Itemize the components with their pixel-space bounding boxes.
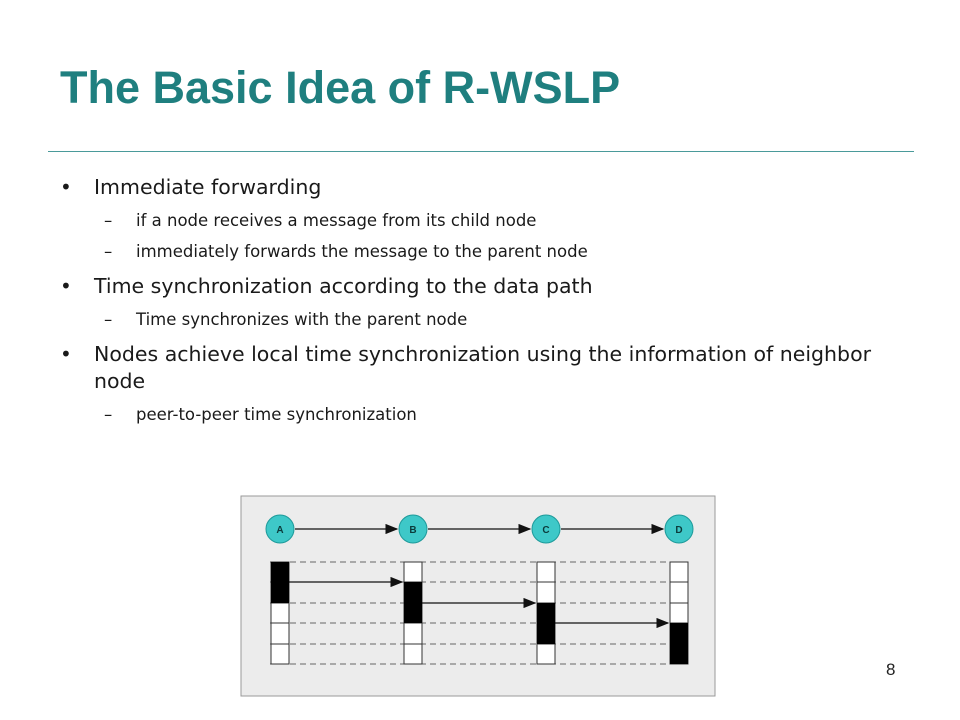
node-D: D — [664, 514, 694, 544]
dash-marker: – — [104, 405, 113, 424]
bullet-item: • Time synchronization according to the … — [60, 273, 920, 300]
title-divider — [48, 151, 914, 152]
bullet-dot: • — [60, 175, 72, 199]
column-A — [270, 561, 290, 665]
node-A: A — [265, 514, 295, 544]
sub-bullet-text: immediately forwards the message to the … — [136, 242, 588, 261]
forwarding-diagram: A B C D — [240, 495, 716, 697]
diagram-svg: A B C D — [240, 495, 716, 697]
active-slot — [670, 623, 688, 664]
page-number: 8 — [886, 660, 896, 679]
slide-title: The Basic Idea of R-WSLP — [60, 62, 621, 113]
node-circle — [265, 514, 295, 544]
bullet-dot: • — [60, 274, 72, 298]
bullet-text: Time synchronization according to the da… — [94, 274, 593, 298]
active-slot — [404, 582, 422, 623]
column-B — [403, 561, 423, 665]
sub-bullet-item: – peer-to-peer time synchronization — [60, 404, 920, 426]
dash-marker: – — [104, 310, 113, 329]
column-D — [669, 561, 689, 665]
dash-marker: – — [104, 211, 113, 230]
sub-bullet-item: – immediately forwards the message to th… — [60, 241, 920, 263]
sub-bullet-text: if a node receives a message from its ch… — [136, 211, 537, 230]
bullet-text: Immediate forwarding — [94, 175, 322, 199]
sub-bullet-text: Time synchronizes with the parent node — [136, 310, 468, 329]
diagram-background — [240, 495, 716, 697]
node-circle — [664, 514, 694, 544]
dash-marker: – — [104, 242, 113, 261]
node-B: B — [398, 514, 428, 544]
node-C: C — [531, 514, 561, 544]
bullet-item: • Immediate forwarding — [60, 174, 920, 201]
bullet-list: • Immediate forwarding – if a node recei… — [60, 174, 920, 426]
active-slot — [271, 562, 289, 603]
column-C — [536, 561, 556, 665]
sub-bullet-item: – if a node receives a message from its … — [60, 210, 920, 232]
bullet-text: Nodes achieve local time synchronization… — [94, 342, 872, 393]
node-circle — [531, 514, 561, 544]
bullet-dot: • — [60, 342, 72, 366]
sub-bullet-text: peer-to-peer time synchronization — [136, 405, 417, 424]
node-label: C — [542, 525, 549, 536]
node-label: A — [276, 525, 283, 536]
node-circle — [398, 514, 428, 544]
sub-bullet-item: – Time synchronizes with the parent node — [60, 309, 920, 331]
node-label: D — [675, 525, 682, 536]
node-label: B — [409, 525, 416, 536]
bullet-item: • Nodes achieve local time synchronizati… — [60, 341, 920, 395]
active-slot — [537, 603, 555, 644]
